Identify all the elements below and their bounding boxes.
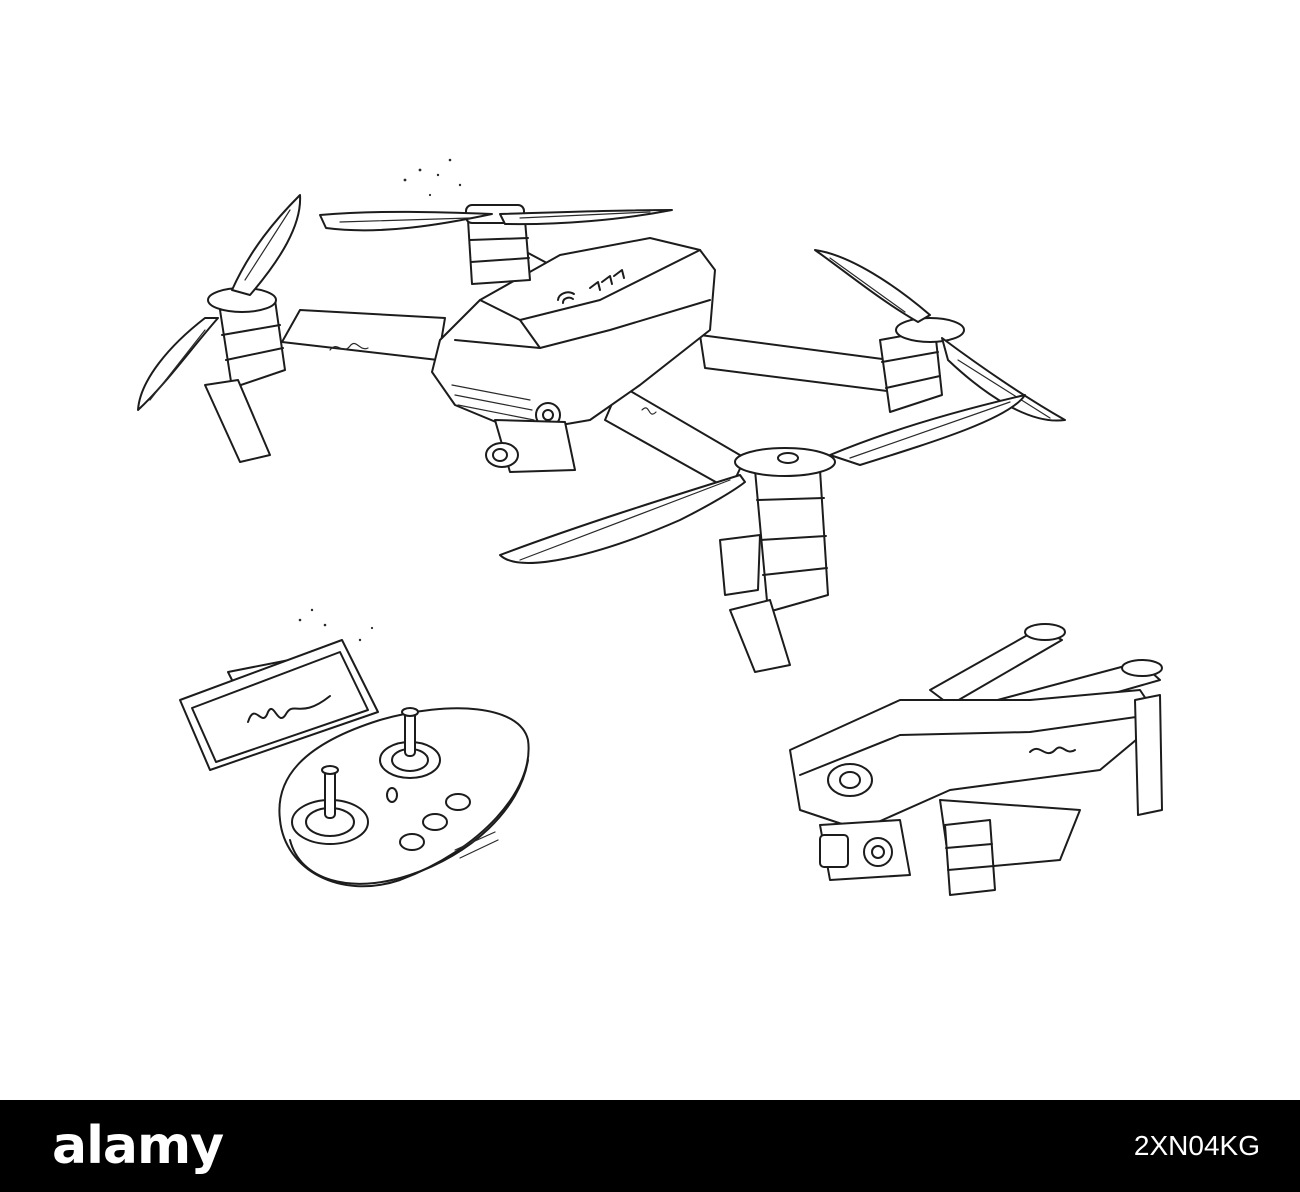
brand-logo[interactable]: alamy — [52, 1116, 224, 1176]
flying-drone — [137, 158, 1066, 673]
folded-drone — [789, 623, 1163, 896]
remote-controller — [179, 608, 530, 888]
watermark-bar: alamy 2XN04KG — [0, 1100, 1300, 1192]
drone-sketch-illustration — [137, 158, 1163, 896]
image-id-label: 2XN04KG — [1133, 1130, 1260, 1161]
